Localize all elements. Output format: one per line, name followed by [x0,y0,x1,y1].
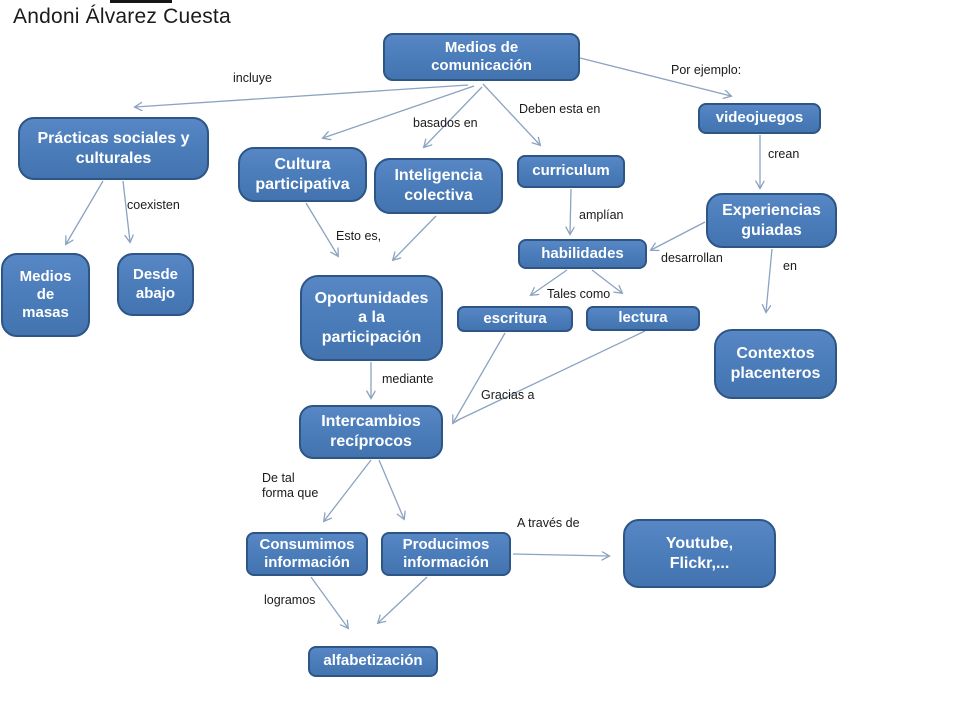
edge-de-tal-forma-que [324,459,372,521]
node-inteligencia-colectiva: Inteligencia colectiva [374,158,503,214]
edge-practicas-a-desde-abajo [122,180,130,242]
edge-label-deben-esta-en: Deben esta en [519,102,601,116]
edge-a-traves-de [512,554,609,556]
node-videojuegos: videojuegos [698,103,821,134]
edge-label-incluye: incluye [233,71,272,85]
node-consumimos-informacion: Consumimos información [246,532,368,576]
node-oportunidades-participacion: Oportunidades a la participación [300,275,443,361]
edge-logramos [310,576,348,628]
edge-label-por-ejemplo: Por ejemplo: [671,63,742,77]
node-lectura: lectura [586,306,700,331]
node-practicas-sociales-culturales: Prácticas sociales y culturales [18,117,209,180]
edge-deben-esta-en [482,83,540,145]
edge-label-crean: crean [768,147,800,161]
edge-amplian [570,188,571,234]
node-medios-comunicacion: Medios de comunicación [383,33,580,81]
edge-label-tales-como: Tales como [547,287,611,301]
edge-lectura-a-intercambios [455,330,646,422]
top-edge-artifact [110,0,172,3]
edge-incluye [135,84,469,107]
node-intercambios-reciprocos: Intercambios recíprocos [299,405,443,459]
edge-esto-es [305,202,338,256]
node-alfabetizacion: alfabetización [308,646,438,677]
node-escritura: escritura [457,306,573,332]
edge-label-desarrollan: desarrollan [661,251,723,265]
node-producimos-informacion: Producimos información [381,532,511,576]
edge-basados-en [424,86,483,147]
edge-label-mediante: mediante [382,372,434,386]
node-medios-de-masas: Medios de masas [1,253,90,337]
edge-label-logramos: logramos [264,593,316,607]
edge-medios-a-cultura [323,85,475,138]
edge-inteligencia-a-oportunidades [393,215,437,260]
edge-label-a-traves-de: A través de [517,516,580,530]
edge-label-esto-es: Esto es, [336,229,382,243]
edge-label-en: en [783,259,797,273]
author-title: Andoni Álvarez Cuesta [13,5,231,28]
edge-gracias-a [453,332,506,423]
edge-coexisten [66,180,104,244]
node-experiencias-guiadas: Experiencias guiadas [706,193,837,248]
edge-tales-como [531,269,568,295]
node-curriculum: curriculum [517,155,625,188]
edge-habilidades-a-lectura [591,269,622,293]
edge-label-gracias-a: Gracias a [481,388,535,402]
node-youtube-flickr: Youtube, Flickr,... [623,519,776,588]
edge-label-amplian: amplían [579,208,624,222]
edge-intercambios-a-producimos [378,459,404,519]
node-desde-abajo: Desde abajo [117,253,194,316]
edge-label-basados-en: basados en [413,116,478,130]
edge-en [766,248,773,312]
node-cultura-participativa: Cultura participativa [238,147,367,202]
node-habilidades: habilidades [518,239,647,269]
edge-label-de-tal-forma-que: De tal forma que [262,471,319,500]
node-contextos-placenteros: Contextos placenteros [714,329,837,399]
edge-label-coexisten: coexisten [127,198,180,212]
edge-desarrollan [651,221,706,250]
edge-producimos-a-alfabetizacion [378,576,428,623]
edge-por-ejemplo [579,57,731,96]
